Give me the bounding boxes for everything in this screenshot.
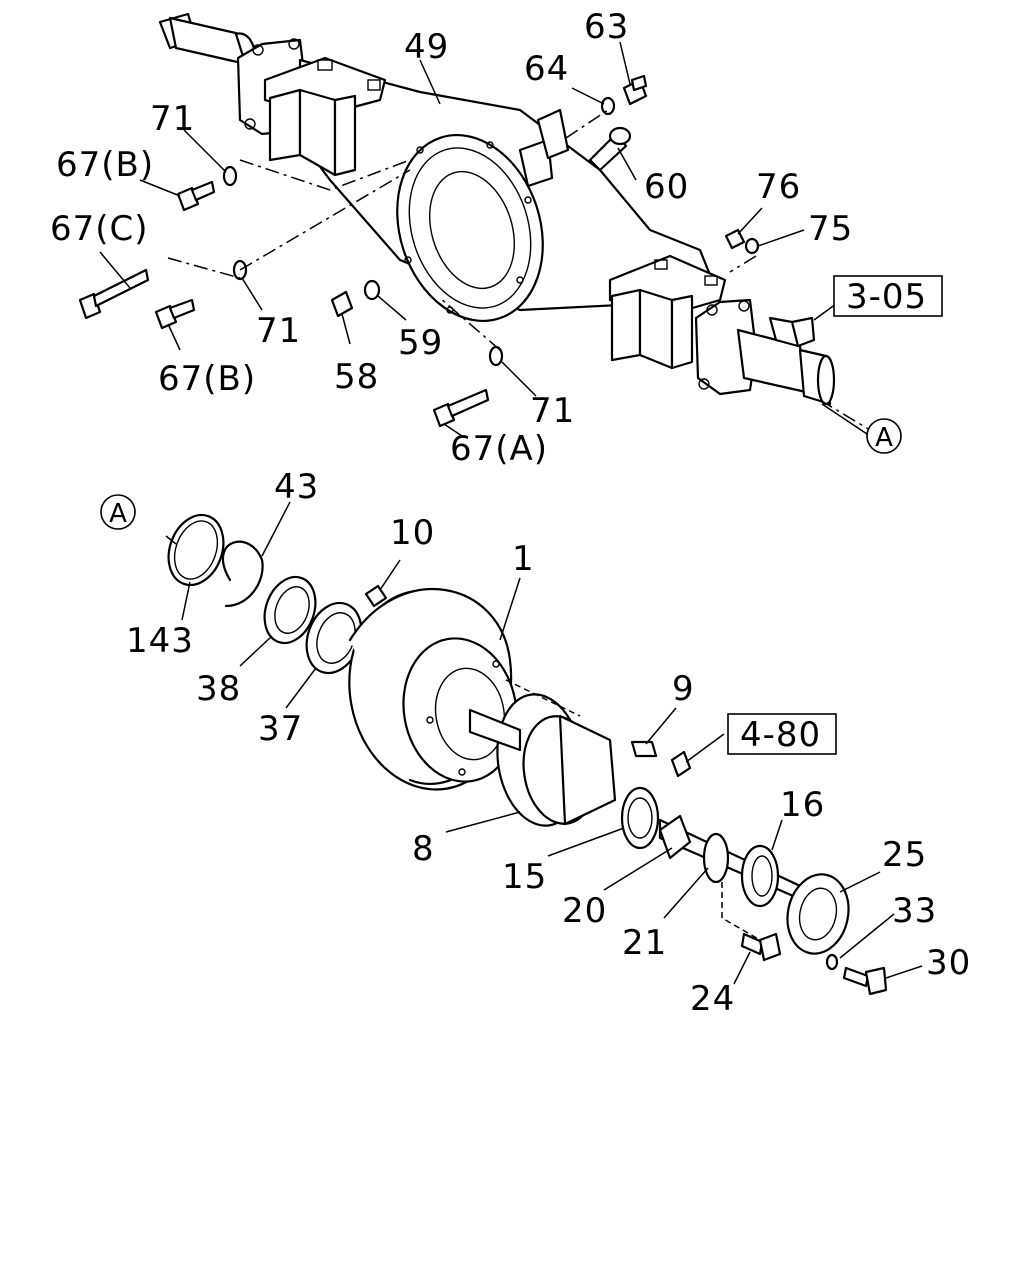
leader-lines — [99, 41, 923, 985]
callout-43: 43 — [274, 467, 319, 507]
callout-24: 24 — [690, 979, 735, 1019]
callout-60: 60 — [644, 167, 689, 207]
connector-a-bottom — [100, 494, 136, 530]
callout-30: 30 — [926, 943, 971, 983]
fittings-upper — [78, 74, 816, 428]
ref-label-3-05: 3-05 — [846, 277, 927, 317]
callout-9: 9 — [672, 669, 695, 709]
callout-38: 38 — [196, 669, 241, 709]
callout-labels: 49 63 64 60 71 67(B) 67(C) 71 67(B) 58 5… — [50, 7, 971, 1019]
ref-box-3-05 — [833, 275, 943, 317]
callout-67a: 67(A) — [450, 429, 548, 469]
callout-76: 76 — [756, 167, 801, 207]
connectors: A A — [100, 418, 902, 530]
callout-67b-upper: 67(B) — [56, 145, 154, 185]
hub-assembly — [167, 513, 888, 996]
alignment-lines-lower — [505, 679, 761, 941]
callout-15: 15 — [502, 857, 547, 897]
callout-59: 59 — [398, 323, 443, 363]
callout-10: 10 — [390, 513, 435, 553]
callout-1: 1 — [512, 539, 535, 579]
axle-housing — [158, 12, 836, 406]
callout-33: 33 — [892, 891, 937, 931]
callout-64: 64 — [524, 49, 569, 89]
ref-label-4-80: 4-80 — [740, 715, 821, 755]
reference-boxes: 3-05 4-80 — [727, 275, 943, 755]
ref-box-4-80 — [727, 713, 837, 755]
callout-37: 37 — [258, 709, 303, 749]
callout-67c: 67(C) — [50, 209, 149, 249]
callout-25: 25 — [882, 835, 927, 875]
callout-67b-lower: 67(B) — [158, 359, 256, 399]
callout-75: 75 — [808, 209, 853, 249]
connector-a-top-label: A — [875, 423, 893, 453]
callout-49: 49 — [404, 27, 449, 67]
callout-58: 58 — [334, 357, 379, 397]
callout-71-lower: 71 — [530, 391, 575, 431]
callout-71-upper: 71 — [150, 99, 195, 139]
callout-16: 16 — [780, 785, 825, 825]
callout-63: 63 — [584, 7, 629, 47]
connector-a-bottom-label: A — [109, 499, 127, 529]
callout-20: 20 — [562, 891, 607, 931]
alignment-lines-upper — [167, 109, 871, 431]
callout-21: 21 — [622, 923, 667, 963]
callout-8: 8 — [412, 829, 435, 869]
connector-a-top — [866, 418, 902, 454]
callout-143: 143 — [126, 621, 194, 661]
callout-71-middle: 71 — [256, 311, 301, 351]
